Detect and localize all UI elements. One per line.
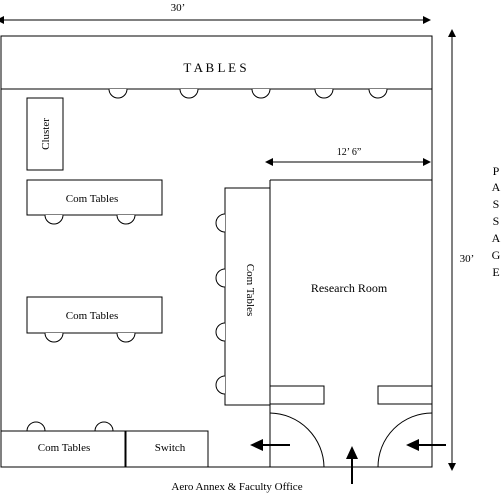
passage-letter: G <box>492 248 501 262</box>
chair <box>215 322 226 342</box>
com-tables-vertical <box>224 187 271 406</box>
com-tables-vertical-chairs <box>215 213 226 395</box>
passage-letter: A <box>492 180 501 194</box>
com-tables-1 <box>26 179 163 216</box>
research-width-dimension: 12’ 6” <box>265 147 431 166</box>
chair <box>116 214 136 225</box>
chair <box>368 88 388 99</box>
top-width-dimension: 30’ <box>0 2 431 24</box>
cluster-table <box>26 97 64 171</box>
chair <box>215 213 226 233</box>
research-bench-left <box>269 385 325 405</box>
cluster-label: Cluster <box>40 118 52 150</box>
bottom-chairs <box>26 421 114 432</box>
outer-wall <box>0 35 433 468</box>
bottom-caption: Aero Annex & Faculty Office <box>171 481 302 493</box>
chair <box>314 88 334 99</box>
door-swing-left <box>269 412 325 468</box>
research-width-label: 12’ 6” <box>337 147 362 158</box>
arrow-left-icon <box>406 439 446 451</box>
arrow-up-icon <box>346 446 358 484</box>
chair <box>44 214 64 225</box>
com-tables-2 <box>26 296 163 334</box>
chair <box>116 332 136 343</box>
arrow-left-icon <box>250 439 290 451</box>
top-chairs <box>108 88 388 99</box>
com-tables-bottom <box>0 430 126 468</box>
chair <box>26 421 46 432</box>
right-height-label: 30’ <box>460 253 475 265</box>
com-tables-1-label: Com Tables <box>66 193 119 205</box>
com-tables-2-chairs <box>44 332 136 343</box>
passage-letter: E <box>492 265 499 279</box>
chair <box>108 88 128 99</box>
top-width-label: 30’ <box>171 2 186 14</box>
switch-label: Switch <box>155 442 186 454</box>
chair <box>215 268 226 288</box>
com-tables-vertical-label: Com Tables <box>244 264 256 317</box>
research-room: Research Room <box>269 179 433 468</box>
research-bench-right <box>377 385 433 405</box>
passage-letter: S <box>493 197 500 211</box>
entry-arrows <box>250 439 446 484</box>
com-tables-2-label: Com Tables <box>66 310 119 322</box>
right-height-dimension: 30’ <box>448 29 475 471</box>
chair <box>44 332 64 343</box>
passage-letter: S <box>493 214 500 228</box>
door-swing-right <box>377 412 433 468</box>
chair <box>94 421 114 432</box>
chair <box>215 375 226 395</box>
com-tables-1-chairs <box>44 214 136 225</box>
top-tables-label: T A B L E S <box>183 60 246 75</box>
research-room-label: Research Room <box>311 281 388 295</box>
chair <box>179 88 199 99</box>
switch-box <box>125 430 209 468</box>
passage-letter: A <box>492 231 501 245</box>
passage-label: P A S S A G E <box>492 164 501 279</box>
passage-letter: P <box>493 164 500 178</box>
chair <box>251 88 271 99</box>
com-tables-bottom-label: Com Tables <box>38 442 91 454</box>
